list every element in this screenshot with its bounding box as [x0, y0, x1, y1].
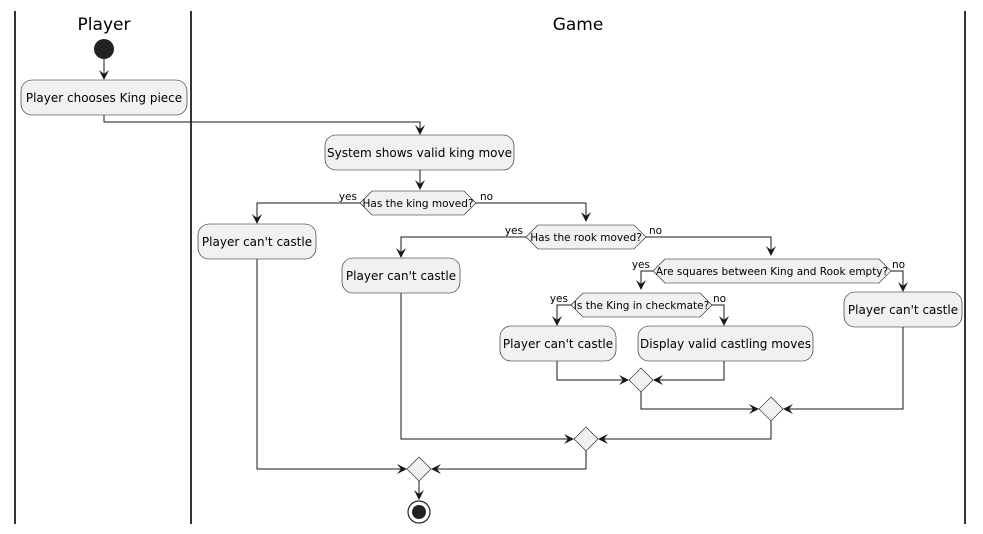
branch-label-checkmate-yes: yes — [550, 293, 568, 305]
decision-rook-moved-label: Has the rook moved? — [530, 232, 642, 244]
activity-cant-castle-2-label: Player can't castle — [346, 269, 456, 283]
edge-merge2-to-merge3 — [600, 421, 772, 440]
edge-cant3-to-merge2 — [785, 327, 904, 410]
activity-display-castling: Display valid castling moves — [637, 325, 814, 362]
decision-squares-empty: Are squares between King and Rook empty? — [652, 258, 892, 284]
arrowhead — [749, 404, 759, 414]
arrowhead — [415, 125, 425, 135]
end-node — [407, 500, 431, 524]
activity-cant-castle-1: Player can't castle — [197, 223, 317, 260]
activity-display-castling-label: Display valid castling moves — [640, 337, 811, 351]
arrowhead — [598, 434, 608, 444]
edge-cant1-to-merge4 — [256, 259, 405, 470]
edge-squares-yes — [640, 270, 653, 288]
arrowhead — [431, 464, 441, 474]
activity-cant-castle-3: Player can't castle — [843, 291, 963, 328]
arrowhead — [653, 375, 663, 385]
arrowhead — [564, 434, 574, 444]
arrowhead — [252, 214, 262, 224]
branch-label-squares-yes: yes — [632, 259, 650, 271]
activity-cant-castle-3-label: Player can't castle — [848, 303, 958, 317]
arrowhead — [397, 464, 407, 474]
arrowhead — [636, 280, 646, 290]
activity-choose-king: Player chooses King piece — [20, 79, 188, 116]
branch-label-rook-yes: yes — [505, 225, 523, 237]
activity-cant-castle-1-label: Player can't castle — [202, 235, 312, 249]
arrowhead — [783, 404, 793, 414]
branch-label-rook-no: no — [649, 225, 662, 237]
edge-squares-no — [891, 270, 904, 290]
activity-cant-castle-2: Player can't castle — [341, 257, 461, 294]
edge-king-yes — [256, 202, 360, 222]
arrowhead — [396, 248, 406, 258]
edge-merge1-to-merge2 — [640, 392, 757, 410]
edge-merge3-to-merge4 — [433, 451, 587, 470]
edge-king-no — [476, 202, 587, 220]
branch-label-squares-no: no — [892, 259, 905, 271]
edge-cant4-to-merge1 — [556, 361, 627, 381]
branch-label-king-no: no — [480, 191, 493, 203]
arrowhead — [619, 375, 629, 385]
activity-show-moves: System shows valid king move — [324, 134, 515, 171]
activity-choose-king-label: Player chooses King piece — [26, 91, 182, 105]
edge-checkmate-yes — [556, 304, 571, 324]
edge-checkmate-no — [712, 304, 725, 324]
start-node — [94, 39, 114, 59]
arrowhead — [415, 180, 425, 190]
arrowhead — [552, 316, 562, 326]
decision-checkmate: Is the King in checkmate? — [570, 292, 713, 318]
activity-show-moves-label: System shows valid king move — [327, 146, 512, 160]
merge-node-1 — [628, 367, 654, 393]
edge-cant2-to-merge3 — [400, 293, 572, 440]
decision-rook-moved: Has the rook moved? — [525, 224, 647, 250]
arrowhead — [581, 212, 591, 222]
arrowheads — [99, 70, 908, 500]
decision-king-moved: Has the king moved? — [359, 190, 477, 216]
edge-choose-to-show — [103, 115, 421, 133]
edge-rook-no — [646, 236, 772, 254]
arrowhead — [719, 316, 729, 326]
decision-squares-empty-label: Are squares between King and Rook empty? — [656, 266, 888, 278]
branch-label-king-yes: yes — [339, 191, 357, 203]
arrowhead — [766, 246, 776, 256]
edge-rook-yes — [400, 236, 526, 256]
arrowhead — [414, 490, 424, 500]
merge-node-4 — [406, 456, 432, 482]
activity-cant-castle-4: Player can't castle — [499, 325, 617, 362]
merge-node-2 — [758, 396, 784, 422]
lane-title-game: Game — [553, 15, 604, 35]
arrowhead — [898, 282, 908, 292]
arrowhead — [99, 70, 109, 80]
decision-king-moved-label: Has the king moved? — [363, 198, 474, 210]
edge-display-to-merge1 — [655, 361, 725, 381]
decision-checkmate-label: Is the King in checkmate? — [574, 300, 709, 312]
branch-label-checkmate-no: no — [713, 293, 726, 305]
activity-cant-castle-4-label: Player can't castle — [503, 337, 613, 351]
merge-node-3 — [573, 426, 599, 452]
lane-title-player: Player — [78, 15, 131, 35]
